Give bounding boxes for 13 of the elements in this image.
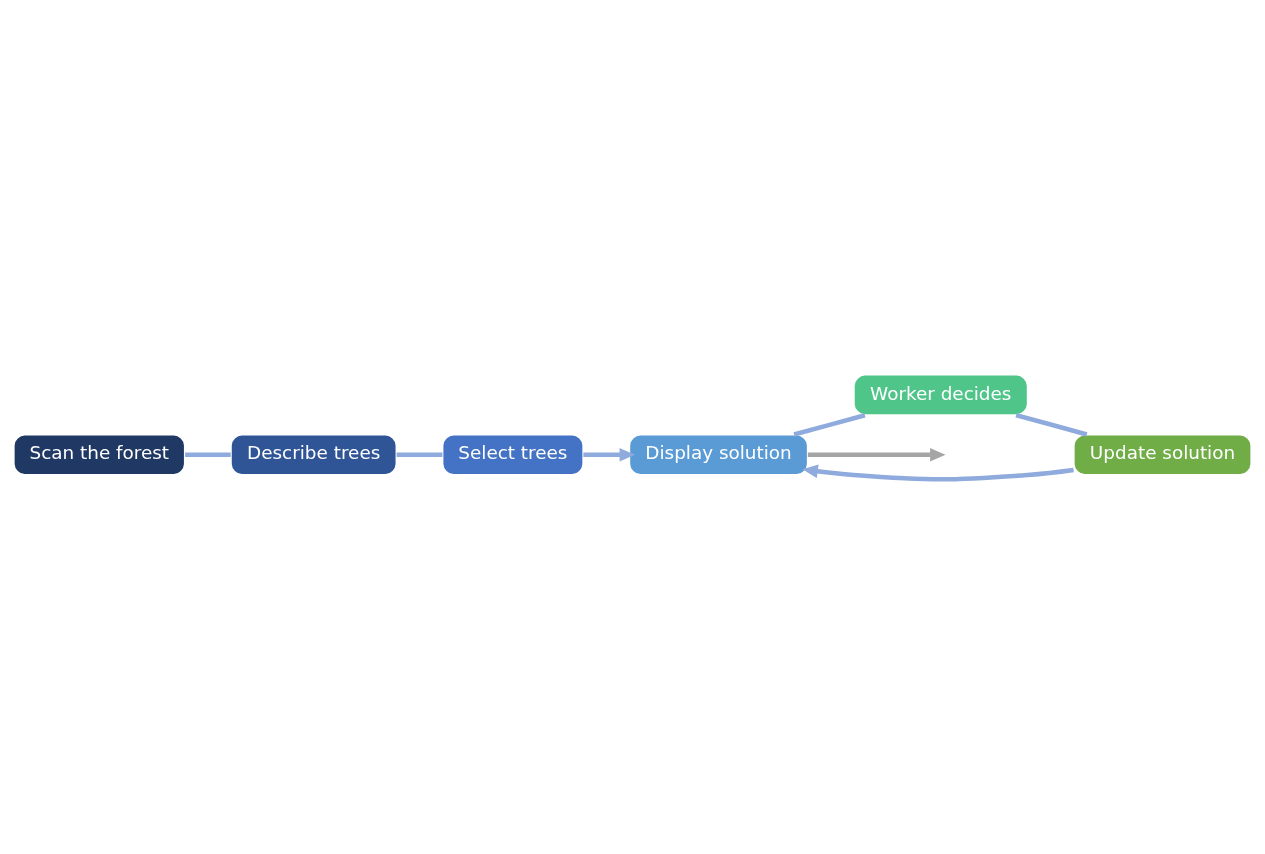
connector [396, 452, 443, 458]
arrow [802, 464, 1074, 482]
node-box: Select trees [441, 433, 585, 476]
node-box: Describe trees [229, 433, 398, 476]
arrow [807, 448, 946, 462]
connector [1015, 412, 1088, 437]
node-box: Scan the forest [12, 433, 186, 476]
connector [793, 413, 866, 437]
node-box: Display solution [628, 433, 809, 476]
arrow [583, 448, 635, 462]
node-box: Worker decides [852, 373, 1029, 417]
node-box: Update solution [1072, 433, 1253, 476]
connector [185, 452, 231, 458]
